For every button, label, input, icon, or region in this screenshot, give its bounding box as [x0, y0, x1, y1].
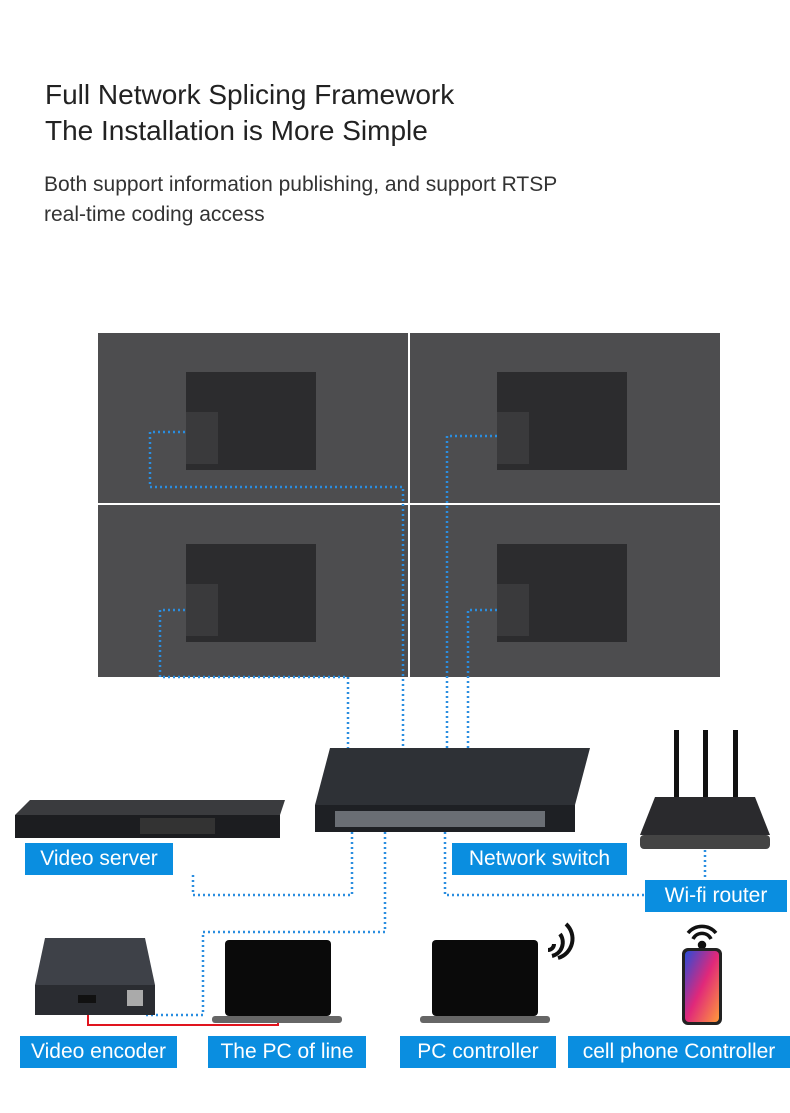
- label-pc-controller: PC controller: [400, 1036, 556, 1068]
- video-wall: [98, 333, 720, 677]
- wall-panel: [410, 333, 720, 503]
- cell-phone-device: [682, 948, 722, 1025]
- subtitle-line-1: Both support information publishing, and…: [44, 173, 558, 196]
- label-wifi-router: Wi-fi router: [645, 880, 787, 912]
- title-line-1: Full Network Splicing Framework: [45, 79, 455, 110]
- label-video-encoder: Video encoder: [20, 1036, 177, 1068]
- pc-of-line-laptop: [212, 940, 342, 1023]
- wifi-icon: [686, 924, 718, 950]
- subtitle-line-2: real-time coding access: [44, 203, 265, 226]
- label-video-server: Video server: [25, 843, 173, 875]
- title-line-2: The Installation is More Simple: [45, 115, 428, 146]
- wall-panel: [98, 505, 408, 677]
- wifi-router-device: [640, 730, 770, 849]
- label-cell-phone-controller: cell phone Controller: [568, 1036, 790, 1068]
- label-pc-of-line: The PC of line: [208, 1036, 366, 1068]
- video-encoder-device: [35, 938, 155, 1015]
- video-server-device: [15, 800, 285, 838]
- pc-controller-laptop: [420, 940, 550, 1023]
- wall-panel: [98, 333, 408, 503]
- wifi-signal-icon: [547, 922, 575, 960]
- network-switch-device: [315, 748, 590, 832]
- network-links: [143, 430, 707, 1017]
- wall-panel: [410, 505, 720, 677]
- label-network-switch: Network switch: [452, 843, 627, 875]
